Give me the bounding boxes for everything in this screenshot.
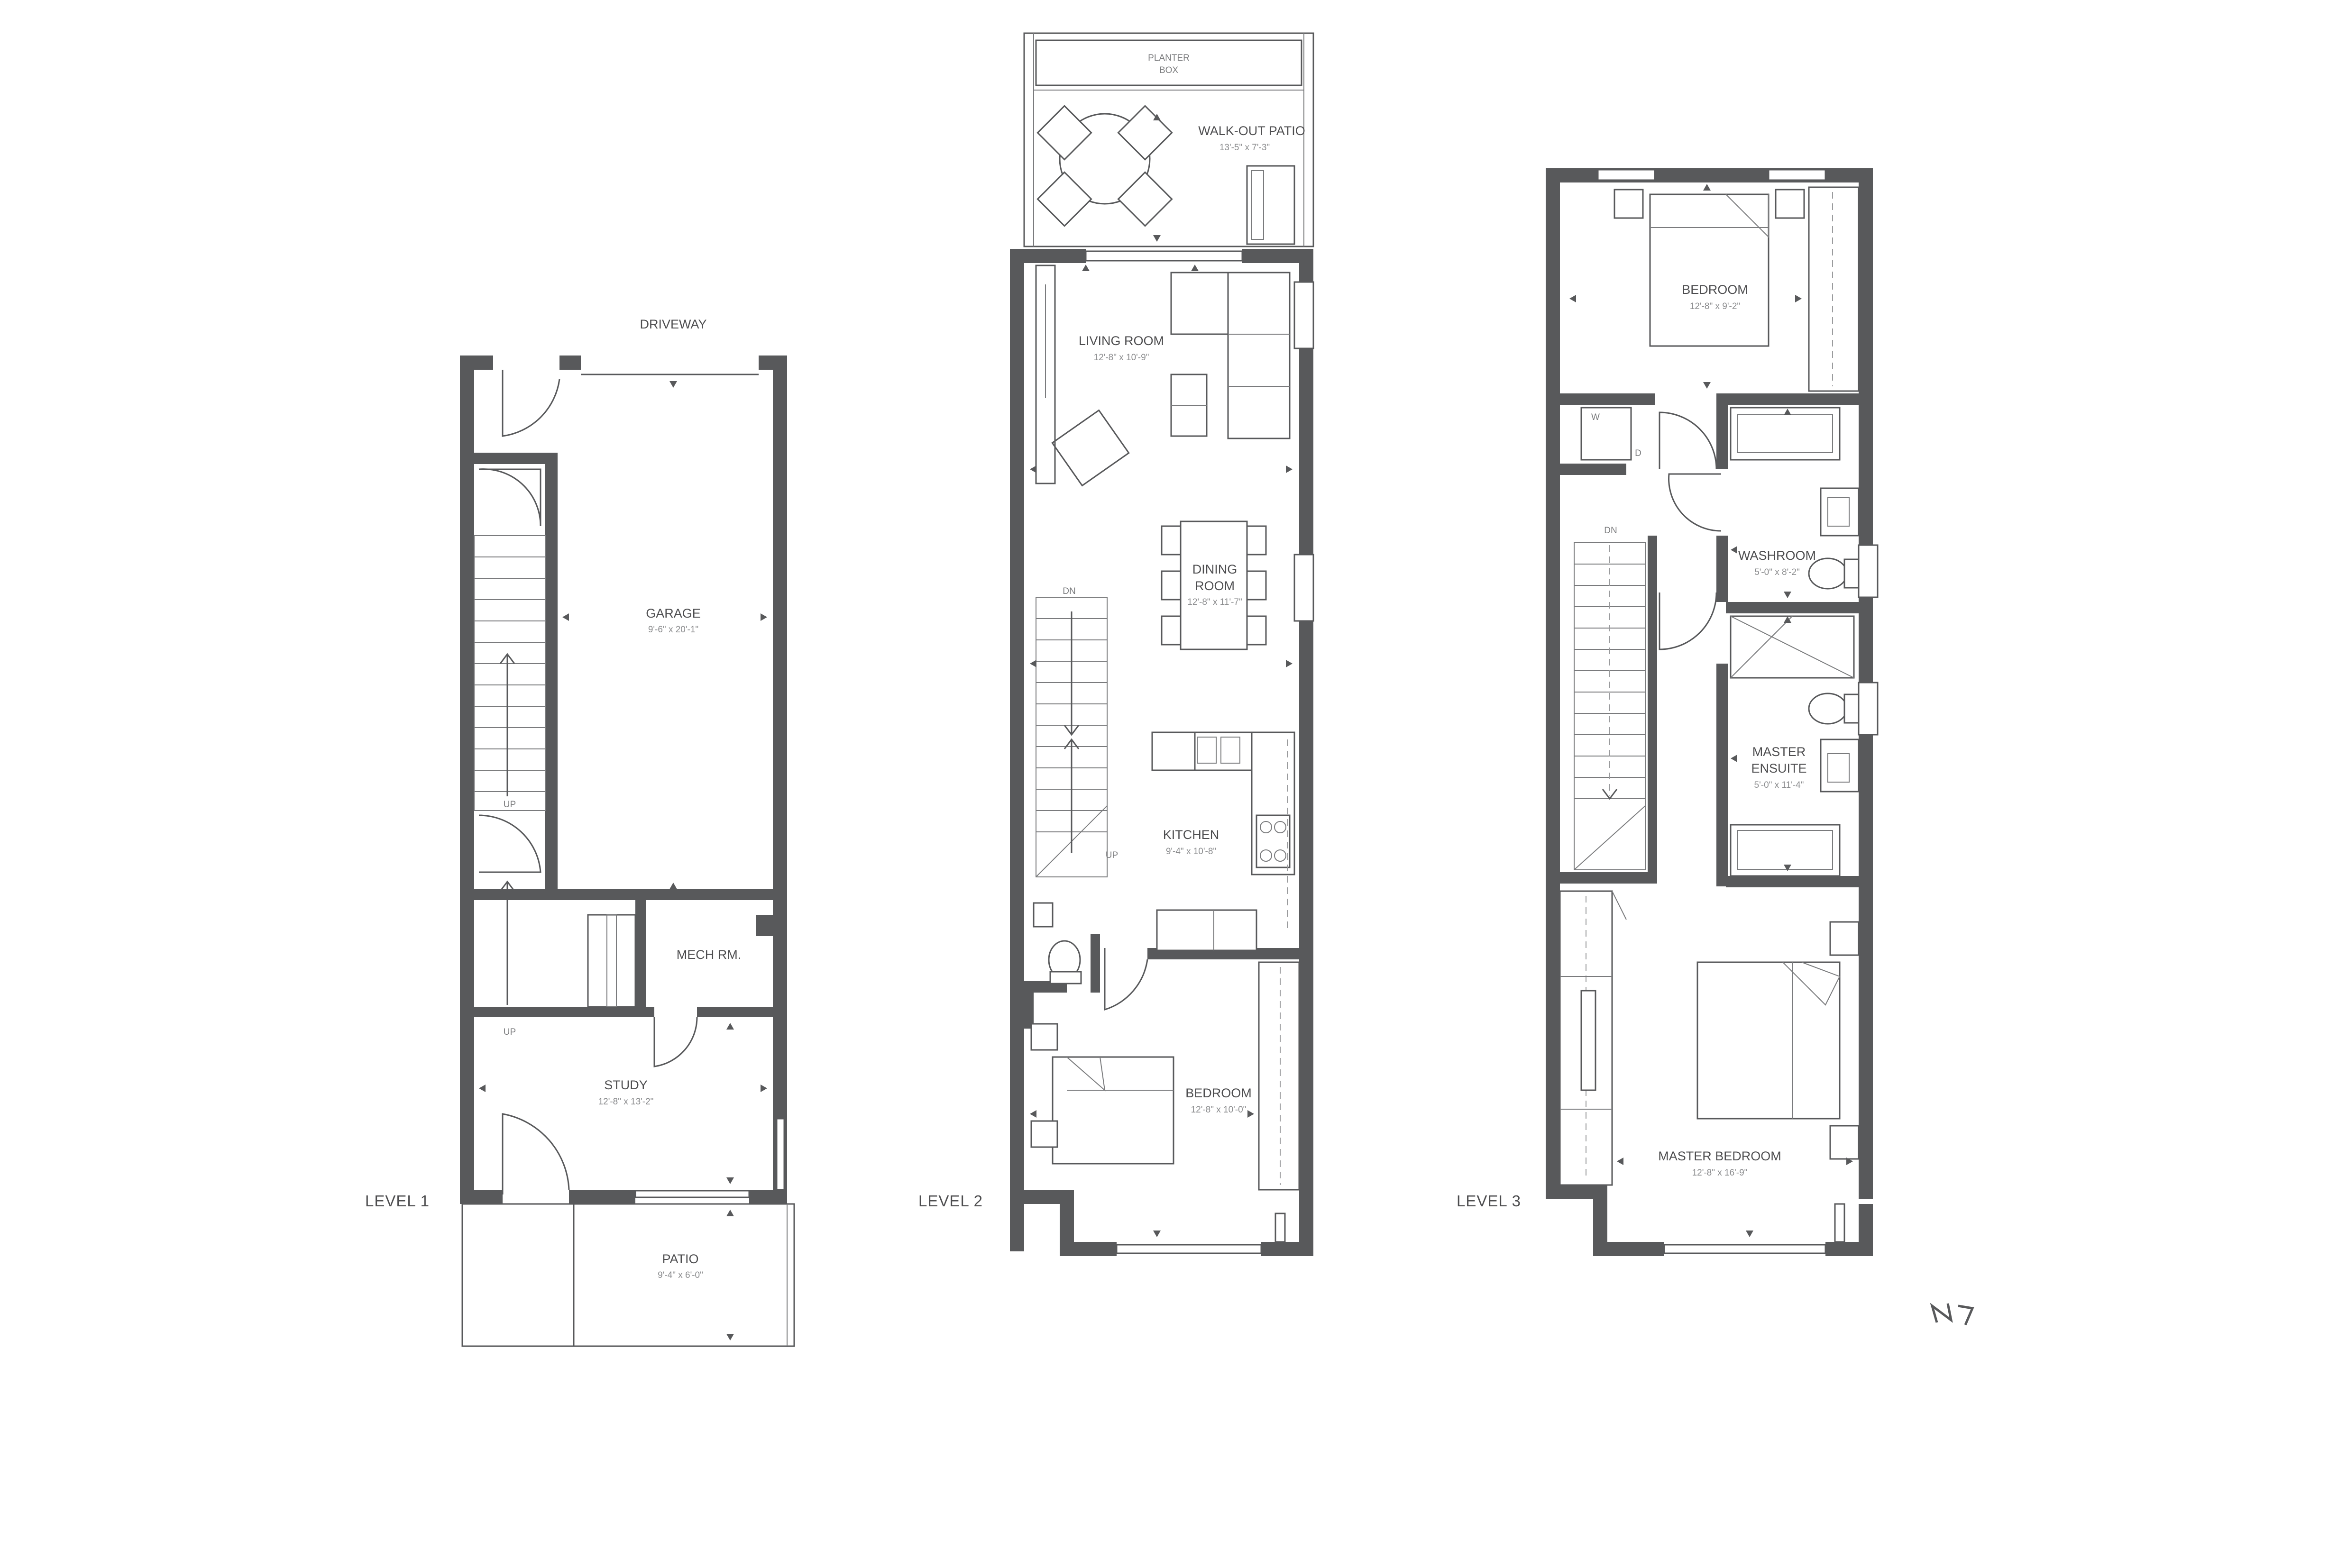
level-2-bedroom-name: BEDROOM bbox=[1185, 1086, 1252, 1100]
level-3-bedroom-furniture bbox=[1580, 186, 1860, 461]
level-1-patio-outline bbox=[461, 1203, 795, 1347]
level-2-label: LEVEL 2 bbox=[918, 1192, 983, 1210]
dryer-label: D bbox=[1635, 448, 1641, 458]
living-room-name: LIVING ROOM bbox=[1079, 334, 1164, 348]
level-1-stairs bbox=[474, 535, 546, 1005]
study-dim: 12'-8" x 13'-2" bbox=[598, 1097, 654, 1107]
level-3-bedroom-name: BEDROOM bbox=[1682, 283, 1748, 297]
level-2-plan bbox=[1010, 32, 1314, 1256]
level-2-bedroom-furniture bbox=[1030, 961, 1300, 1191]
study-name: STUDY bbox=[604, 1078, 648, 1092]
level-3-stairs bbox=[1574, 542, 1646, 870]
dining-room-name-2: ROOM bbox=[1195, 579, 1235, 593]
washroom-name: WASHROOM bbox=[1738, 548, 1816, 563]
level-2-walkout-patio-outline bbox=[1023, 32, 1314, 247]
garage-name: GARAGE bbox=[646, 606, 701, 620]
kitchen-name: KITCHEN bbox=[1163, 828, 1219, 842]
master-ensuite-dim: 5'-0" x 11'-4" bbox=[1754, 780, 1804, 790]
dining-room-name-1: DINING bbox=[1192, 562, 1238, 576]
walkout-patio-name: WALK-OUT PATIO bbox=[1198, 124, 1305, 138]
level-2-bedroom-dim: 12'-8" x 10'-0" bbox=[1191, 1105, 1247, 1115]
washer-label: W bbox=[1591, 412, 1600, 422]
master-ensuite-name-1: MASTER bbox=[1752, 745, 1806, 759]
level-1-plan bbox=[460, 356, 795, 1347]
walkout-patio-dim: 13'-5" x 7'-3" bbox=[1219, 143, 1270, 153]
level-3-master-bedroom-furniture bbox=[1559, 890, 1860, 1186]
living-room-dim: 12'-8" x 10'-9" bbox=[1094, 353, 1149, 363]
level-3-stair-dn: DN bbox=[1604, 526, 1617, 536]
master-ensuite-name-2: ENSUITE bbox=[1751, 761, 1806, 775]
dining-room-dim: 12'-8" x 11'-7" bbox=[1187, 597, 1242, 607]
planter-box-name: PLANTER bbox=[1148, 53, 1190, 63]
patio-dim: 9'-4" x 6'-0" bbox=[658, 1270, 703, 1280]
level-1-stair-up-1: UP bbox=[504, 800, 516, 810]
level-2-stair-dn: DN bbox=[1063, 586, 1075, 596]
patio-name: PATIO bbox=[662, 1252, 698, 1266]
level-2-living-room-furniture bbox=[1035, 264, 1291, 487]
level-3-master-ensuite-fixtures bbox=[1730, 615, 1860, 877]
driveway-label: DRIVEWAY bbox=[640, 317, 706, 331]
kitchen-dim: 9'-4" x 10'-8" bbox=[1166, 847, 1216, 857]
master-bedroom-dim: 12'-8" x 16'-9" bbox=[1692, 1168, 1748, 1178]
garage-dim: 9'-6" x 20'-1" bbox=[648, 625, 698, 635]
level-3-bedroom-dim: 12'-8" x 9'-2" bbox=[1690, 301, 1740, 311]
planter-box-sub: BOX bbox=[1159, 65, 1178, 75]
level-2-stair-up: UP bbox=[1106, 850, 1118, 860]
washroom-dim: 5'-0" x 8'-2" bbox=[1754, 567, 1800, 577]
master-bedroom-name: MASTER BEDROOM bbox=[1658, 1149, 1781, 1163]
mech-room-name: MECH RM. bbox=[677, 948, 742, 962]
north-arrow-icon bbox=[1930, 1303, 1974, 1325]
level-3-washroom-fixtures bbox=[1659, 407, 1860, 650]
level-2-kitchen-counters bbox=[1151, 731, 1295, 951]
level-2-dining-table bbox=[1161, 520, 1267, 650]
level-3-plan bbox=[1546, 168, 1879, 1256]
level-1-label: LEVEL 1 bbox=[365, 1192, 430, 1210]
level-1-stair-up-2: UP bbox=[504, 1027, 516, 1037]
level-3-label: LEVEL 3 bbox=[1457, 1192, 1521, 1210]
level-2-stairs bbox=[1036, 597, 1108, 877]
